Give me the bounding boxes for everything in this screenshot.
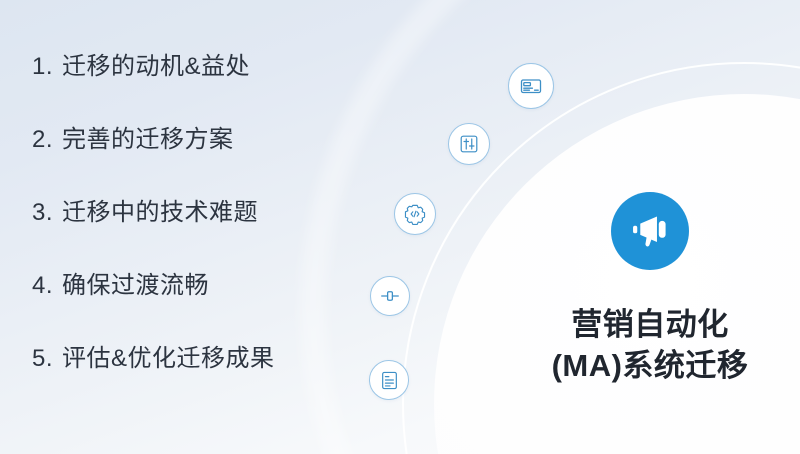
credit-card-icon [519,74,543,98]
list-item: 3. 迁移中的技术难题 [32,192,372,265]
list-item: 1. 迁移的动机&益处 [32,46,372,119]
sliders-icon [458,133,480,155]
arc-badge-3 [394,193,436,235]
agenda-item-label: 确保过渡流畅 [62,272,210,299]
megaphone-icon [628,207,672,256]
gear-code-icon [404,203,426,225]
agenda-item-label: 迁移中的技术难题 [62,199,259,226]
agenda-item-number: 4. [32,272,54,299]
agenda-item-number: 2. [32,126,54,153]
agenda-item-number: 1. [32,53,54,80]
arc-badge-4 [370,276,410,316]
hero-title-line-1: 营销自动化 [571,307,729,342]
hero-title-line-2: (MA)系统迁移 [551,348,749,384]
arc-badge-1 [508,63,554,109]
hero-icon-circle [611,192,689,270]
agenda-item-label: 完善的迁移方案 [62,126,234,153]
page-title: 营销自动化 (MA)系统迁移 [500,304,800,386]
agenda-list: 1. 迁移的动机&益处 2. 完善的迁移方案 3. 迁移中的技术难题 4. 确保… [32,46,372,411]
hero-block: 营销自动化 (MA)系统迁移 [500,192,800,386]
document-icon [379,370,400,391]
list-item: 4. 确保过渡流畅 [32,265,372,338]
slider-handle-icon [379,285,401,307]
list-item: 2. 完善的迁移方案 [32,119,372,192]
agenda-item-number: 5. [32,345,54,372]
arc-badge-5 [369,360,409,400]
arc-badge-2 [448,123,490,165]
agenda-item-label: 迁移的动机&益处 [62,53,251,80]
agenda-item-number: 3. [32,199,54,226]
agenda-item-label: 评估&优化迁移成果 [62,345,275,372]
list-item: 5. 评估&优化迁移成果 [32,338,372,411]
